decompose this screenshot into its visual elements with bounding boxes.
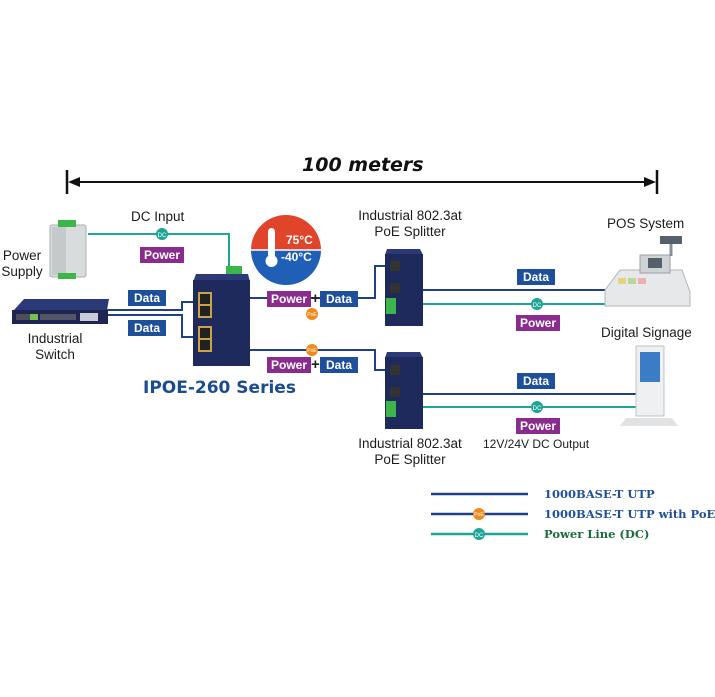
svg-text:PoE: PoE xyxy=(307,312,317,318)
digital-signage-label: Digital Signage xyxy=(601,325,692,340)
data-tag-switch-2: Data xyxy=(128,320,166,336)
power-supply-label: Power Supply xyxy=(1,248,43,279)
plus-sign-top: + xyxy=(311,290,320,307)
industrial-switch-label: Industrial Switch xyxy=(27,331,83,362)
power-tag-pos: Power xyxy=(516,315,560,331)
ipoe-260-device xyxy=(193,266,250,366)
diagram-canvas: DC DC DC PoE PoE PoE xyxy=(12,170,691,540)
poe-splitter-bottom-device xyxy=(385,352,423,429)
svg-text:PoE: PoE xyxy=(474,512,484,518)
svg-text:DC: DC xyxy=(533,406,542,412)
switch-data-line-1 xyxy=(107,301,198,311)
poe-badge-top: PoE xyxy=(306,308,318,320)
power-tag-signage: Power xyxy=(516,418,560,434)
data-tag-switch-1: Data xyxy=(128,290,166,306)
svg-text:DC: DC xyxy=(533,303,542,309)
poe-network-diagram: DC DC DC PoE PoE PoE xyxy=(1,154,715,541)
svg-text:DC: DC xyxy=(158,233,167,239)
dc-badge-input: DC xyxy=(156,228,168,240)
distance-arrow xyxy=(65,170,659,194)
switch-data-line-2 xyxy=(107,314,198,338)
distance-label: 100 meters xyxy=(302,154,424,176)
legend-swatch-poe: PoE xyxy=(431,508,528,520)
data-tag-pos: Data xyxy=(517,269,555,285)
plus-sign-bottom: + xyxy=(311,356,320,373)
power-tag-poe-bottom: Power xyxy=(267,357,311,373)
dc-input-label: DC Input xyxy=(131,209,185,224)
legend-label-utp: 1000BASE-T UTP xyxy=(544,487,655,501)
legend-label-poe: 1000BASE-T UTP with PoE xyxy=(544,507,715,521)
power-tag-input: Power xyxy=(140,247,184,263)
dc-badge-pos: DC xyxy=(531,298,543,310)
dc-output-label: 12V/24V DC Output xyxy=(483,437,590,451)
poe-line-top xyxy=(248,265,390,299)
industrial-switch-device xyxy=(12,299,109,324)
dc-input-line xyxy=(88,233,230,270)
svg-text:PoE: PoE xyxy=(307,348,317,354)
ipoe-260-series-label: IPOE-260 Series xyxy=(143,378,296,398)
power-supply-device xyxy=(49,220,87,279)
pos-system-label: POS System xyxy=(607,216,685,231)
svg-text:DC: DC xyxy=(475,533,484,539)
data-tag-signage: Data xyxy=(517,373,555,389)
pos-system-device xyxy=(604,236,691,307)
splitter-top-label: Industrial 802.3at PoE Splitter xyxy=(358,208,462,239)
temp-high-label: 75°C xyxy=(286,233,313,247)
temp-low-label: -40°C xyxy=(281,250,312,264)
temperature-badge xyxy=(251,215,321,285)
dc-badge-signage: DC xyxy=(531,401,543,413)
digital-signage-device xyxy=(620,345,678,426)
legend-swatch-dc: DC xyxy=(431,528,528,540)
poe-splitter-top-device xyxy=(385,249,423,326)
power-tag-poe-top: Power xyxy=(267,291,311,307)
legend-label-dc: Power Line (DC) xyxy=(544,527,650,541)
poe-badge-bottom: PoE xyxy=(306,344,318,356)
data-tag-poe-top: Data xyxy=(320,291,358,307)
splitter-bottom-label: Industrial 802.3at PoE Splitter xyxy=(358,436,462,467)
data-tag-poe-bottom: Data xyxy=(320,357,358,373)
